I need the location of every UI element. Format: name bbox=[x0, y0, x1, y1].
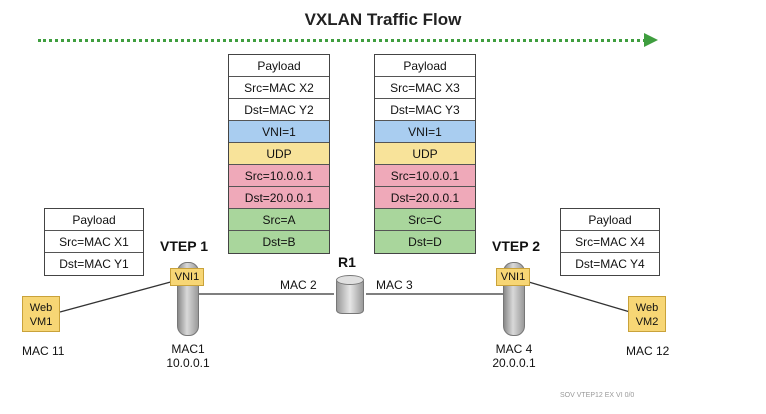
stack1-vni: VNI=1 bbox=[229, 121, 329, 143]
right-frame-dst-mac: Dst=MAC Y4 bbox=[561, 253, 659, 275]
diagram-title: VXLAN Traffic Flow bbox=[304, 10, 462, 29]
stack1-src-outer-mac: Src=A bbox=[229, 209, 329, 231]
vtep1-vni-tag: VNI1 bbox=[170, 268, 204, 286]
stack2-payload: Payload bbox=[375, 55, 475, 77]
vtep2-label: VTEP 2 bbox=[492, 238, 540, 254]
stack2-src-outer-mac: Src=C bbox=[375, 209, 475, 231]
router-icon bbox=[336, 275, 364, 314]
vtep2-ip: 20.0.0.1 bbox=[492, 356, 536, 370]
stack2-dst-mac: Dst=MAC Y3 bbox=[375, 99, 475, 121]
stack1-src-ip: Src=10.0.0.1 bbox=[229, 165, 329, 187]
left-frame-dst-mac: Dst=MAC Y1 bbox=[45, 253, 143, 275]
router-label: R1 bbox=[338, 254, 356, 270]
stack2-vni: VNI=1 bbox=[375, 121, 475, 143]
vtep1-ip: 10.0.0.1 bbox=[166, 356, 210, 370]
vtep2-vni-tag: VNI1 bbox=[496, 268, 530, 286]
stack2-udp: UDP bbox=[375, 143, 475, 165]
stack1-dst-outer-mac: Dst=B bbox=[229, 231, 329, 253]
vm2-line1: Web bbox=[635, 302, 659, 314]
stack2-src-mac: Src=MAC X3 bbox=[375, 77, 475, 99]
vm1-mac: MAC 11 bbox=[22, 344, 65, 358]
stack1-payload: Payload bbox=[229, 55, 329, 77]
right-frame-src-mac: Src=MAC X4 bbox=[561, 231, 659, 253]
vm1-line2: VM1 bbox=[29, 316, 53, 328]
stack2-src-ip: Src=10.0.0.1 bbox=[375, 165, 475, 187]
stack1-dst-ip: Dst=20.0.0.1 bbox=[229, 187, 329, 209]
right-frame: Payload Src=MAC X4 Dst=MAC Y4 bbox=[560, 208, 660, 276]
link-vtep2-vm2 bbox=[521, 279, 631, 313]
vm2-box: Web VM2 bbox=[628, 296, 666, 332]
stack1-src-mac: Src=MAC X2 bbox=[229, 77, 329, 99]
vtep2-mac: MAC 4 bbox=[495, 342, 533, 356]
link-vm1-vtep1 bbox=[59, 279, 179, 313]
vm1-line1: Web bbox=[29, 302, 53, 314]
packet-stack-2: Payload Src=MAC X3 Dst=MAC Y3 VNI=1 UDP … bbox=[374, 54, 476, 254]
left-frame: Payload Src=MAC X1 Dst=MAC Y1 bbox=[44, 208, 144, 276]
vm2-mac: MAC 12 bbox=[626, 344, 670, 358]
flow-arrow-head-icon bbox=[644, 33, 658, 47]
stack1-dst-mac: Dst=MAC Y2 bbox=[229, 99, 329, 121]
right-frame-payload: Payload bbox=[561, 209, 659, 231]
vtep1-label: VTEP 1 bbox=[160, 238, 208, 254]
vm2-line2: VM2 bbox=[635, 316, 659, 328]
vm1-box: Web VM1 bbox=[22, 296, 60, 332]
router-left-mac: MAC 2 bbox=[280, 278, 317, 292]
left-frame-payload: Payload bbox=[45, 209, 143, 231]
stack1-udp: UDP bbox=[229, 143, 329, 165]
flow-arrow-line bbox=[38, 39, 646, 42]
packet-stack-1: Payload Src=MAC X2 Dst=MAC Y2 VNI=1 UDP … bbox=[228, 54, 330, 254]
vtep1-mac: MAC1 bbox=[171, 342, 205, 356]
stack2-dst-outer-mac: Dst=D bbox=[375, 231, 475, 253]
left-frame-src-mac: Src=MAC X1 bbox=[45, 231, 143, 253]
router-right-mac: MAC 3 bbox=[376, 278, 413, 292]
watermark: SOV VTEP12 EX VI 0/0 bbox=[560, 392, 635, 399]
stack2-dst-ip: Dst=20.0.0.1 bbox=[375, 187, 475, 209]
